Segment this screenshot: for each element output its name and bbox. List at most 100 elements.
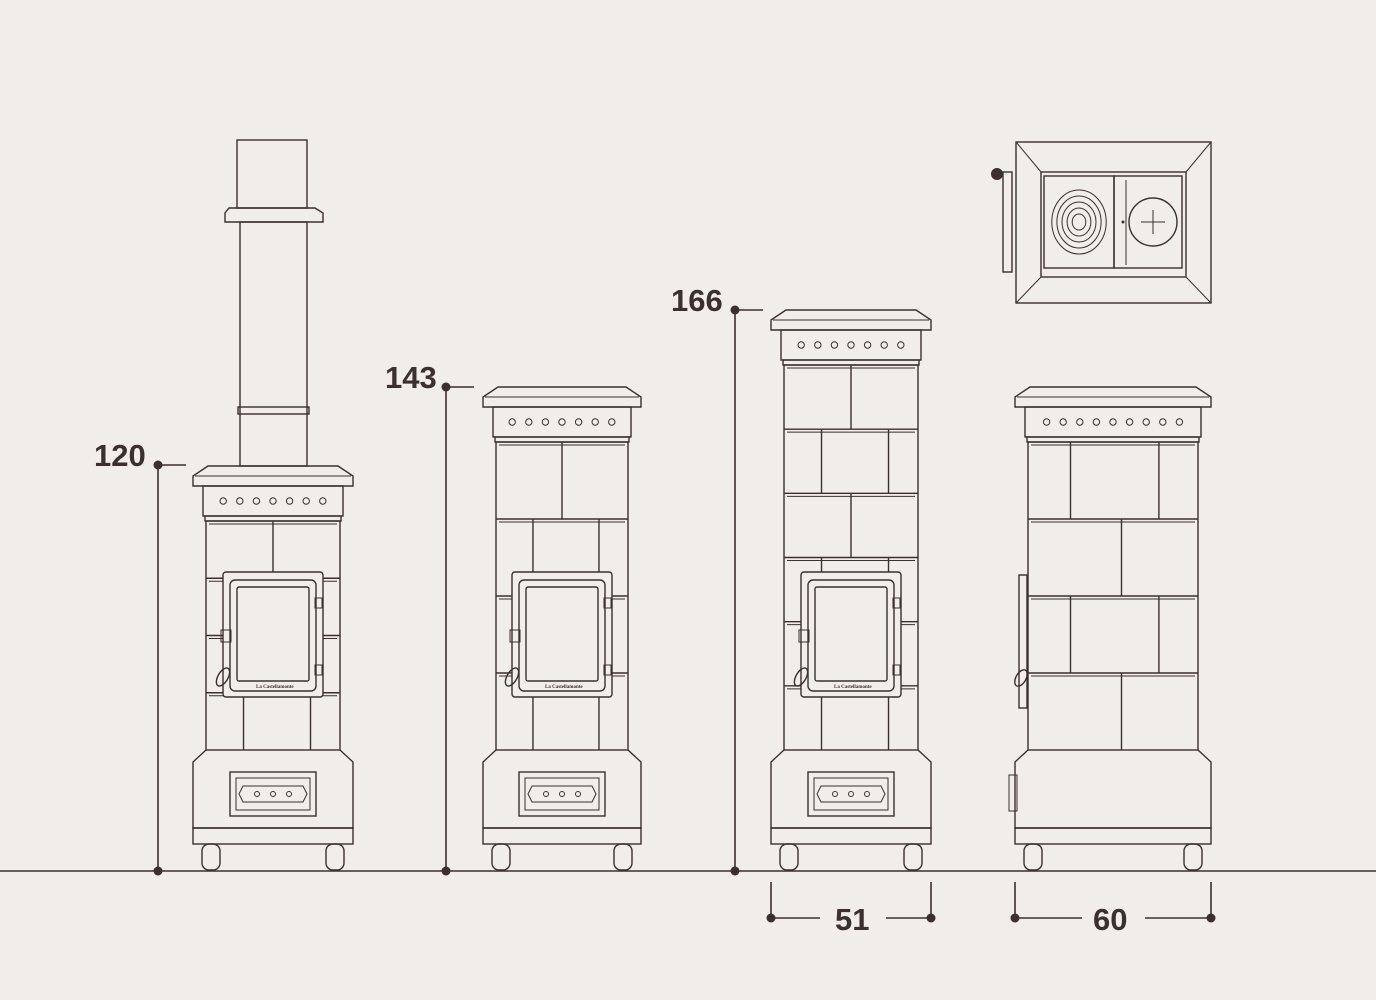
drawer-plate — [238, 785, 308, 803]
frieze-dot — [1092, 418, 1101, 426]
drawer-knob — [575, 791, 581, 797]
ash-drawer — [807, 771, 895, 817]
door-hinge — [892, 597, 901, 609]
frieze-dot — [319, 497, 327, 505]
door-handle — [504, 667, 520, 687]
grille-ring — [1066, 207, 1092, 237]
side-door-edge — [1018, 574, 1028, 709]
top-view-outline — [1015, 141, 1212, 304]
grille-ring — [1061, 201, 1097, 243]
stove-top-cap — [1014, 386, 1212, 408]
door-handle — [793, 667, 809, 687]
drawer-knob — [848, 791, 854, 797]
door-hinge — [603, 597, 612, 609]
frieze-dot — [814, 341, 822, 349]
frieze-dot — [830, 341, 839, 349]
door-brand-text: La Castellamonte — [256, 685, 294, 690]
door-latch — [220, 629, 232, 643]
door-hinge — [314, 597, 323, 609]
plus-icon — [1141, 210, 1165, 234]
dimension-dot — [926, 913, 936, 923]
frieze-dot — [302, 497, 310, 505]
drawer-knob — [543, 791, 549, 797]
frieze-dot — [525, 418, 533, 426]
frieze-dot — [591, 418, 599, 426]
center-dot — [1121, 220, 1125, 224]
stove-foot — [1183, 843, 1203, 871]
door-brand-text: La Castellamonte — [834, 685, 872, 690]
drawer-knob — [864, 791, 870, 797]
dimension-dot — [153, 866, 163, 876]
door-brand-text: La Castellamonte — [545, 685, 583, 690]
bevel-line — [1185, 141, 1212, 173]
stove-foot — [325, 843, 345, 871]
stove-top-cap — [192, 465, 354, 487]
stove-foot — [201, 843, 221, 871]
dimension-dot — [441, 866, 451, 876]
dimension-dot — [730, 866, 740, 876]
door-frame — [807, 579, 895, 692]
dimension-dot — [441, 382, 451, 392]
stove-top-cap — [770, 309, 932, 331]
door-hinge — [314, 664, 323, 676]
frieze-dot — [508, 418, 516, 426]
stove-143 — [482, 386, 642, 871]
frieze-band — [1026, 436, 1200, 443]
drawer-knob — [286, 791, 292, 797]
frieze-dot — [1076, 418, 1084, 426]
drawer-knob — [270, 791, 276, 797]
ash-drawer-inner — [235, 777, 311, 811]
door-glass — [814, 586, 888, 682]
frieze-dot — [541, 418, 550, 426]
top-view-inner — [1040, 171, 1187, 278]
drawer-knob — [254, 791, 260, 797]
grille-ring — [1051, 189, 1107, 255]
drawer-knob — [559, 791, 565, 797]
frieze-dot — [285, 497, 294, 505]
dimension-dot — [153, 460, 163, 470]
frieze-dot — [252, 497, 261, 505]
base-plinth — [1014, 827, 1212, 845]
door-handle-plan — [991, 168, 1003, 180]
dimension-lines — [153, 305, 1216, 923]
door-hinge — [892, 664, 901, 676]
frieze-dot — [608, 418, 616, 426]
frieze-dot — [574, 418, 583, 426]
ash-drawer — [229, 771, 317, 817]
drawer-plate — [816, 785, 886, 803]
door-glass — [525, 586, 599, 682]
frieze-dot — [897, 341, 905, 349]
stove-foot — [491, 843, 511, 871]
door-handle — [1014, 669, 1028, 687]
frieze — [780, 329, 922, 361]
base-plinth — [192, 827, 354, 845]
dimension-dot — [1010, 913, 1020, 923]
frieze-dot — [797, 341, 805, 349]
door-handle — [215, 667, 231, 687]
door-latch — [509, 629, 521, 643]
flue-ring — [237, 406, 310, 415]
frieze-dot — [1125, 418, 1134, 426]
stove-side-view — [1008, 386, 1212, 871]
frieze-dot — [236, 497, 244, 505]
stove-with-flue — [192, 139, 354, 871]
frieze — [1024, 406, 1202, 438]
frieze-dot — [1142, 418, 1150, 426]
frieze-band — [494, 436, 630, 443]
frieze-band — [782, 359, 920, 366]
frieze — [202, 485, 344, 517]
bevel-line — [1015, 276, 1042, 304]
height-label-143: 143 — [385, 360, 437, 395]
frieze-dot — [1109, 418, 1117, 426]
bevel-line — [1185, 276, 1212, 304]
frieze — [492, 406, 632, 438]
ash-drawer — [518, 771, 606, 817]
bevel-line — [1015, 141, 1042, 173]
ash-drawer-inner — [813, 777, 889, 811]
grille-ring — [1056, 195, 1102, 249]
base-plinth — [482, 827, 642, 845]
door-frame — [229, 579, 317, 692]
base-plinth — [770, 827, 932, 845]
frieze-dot — [847, 341, 855, 349]
